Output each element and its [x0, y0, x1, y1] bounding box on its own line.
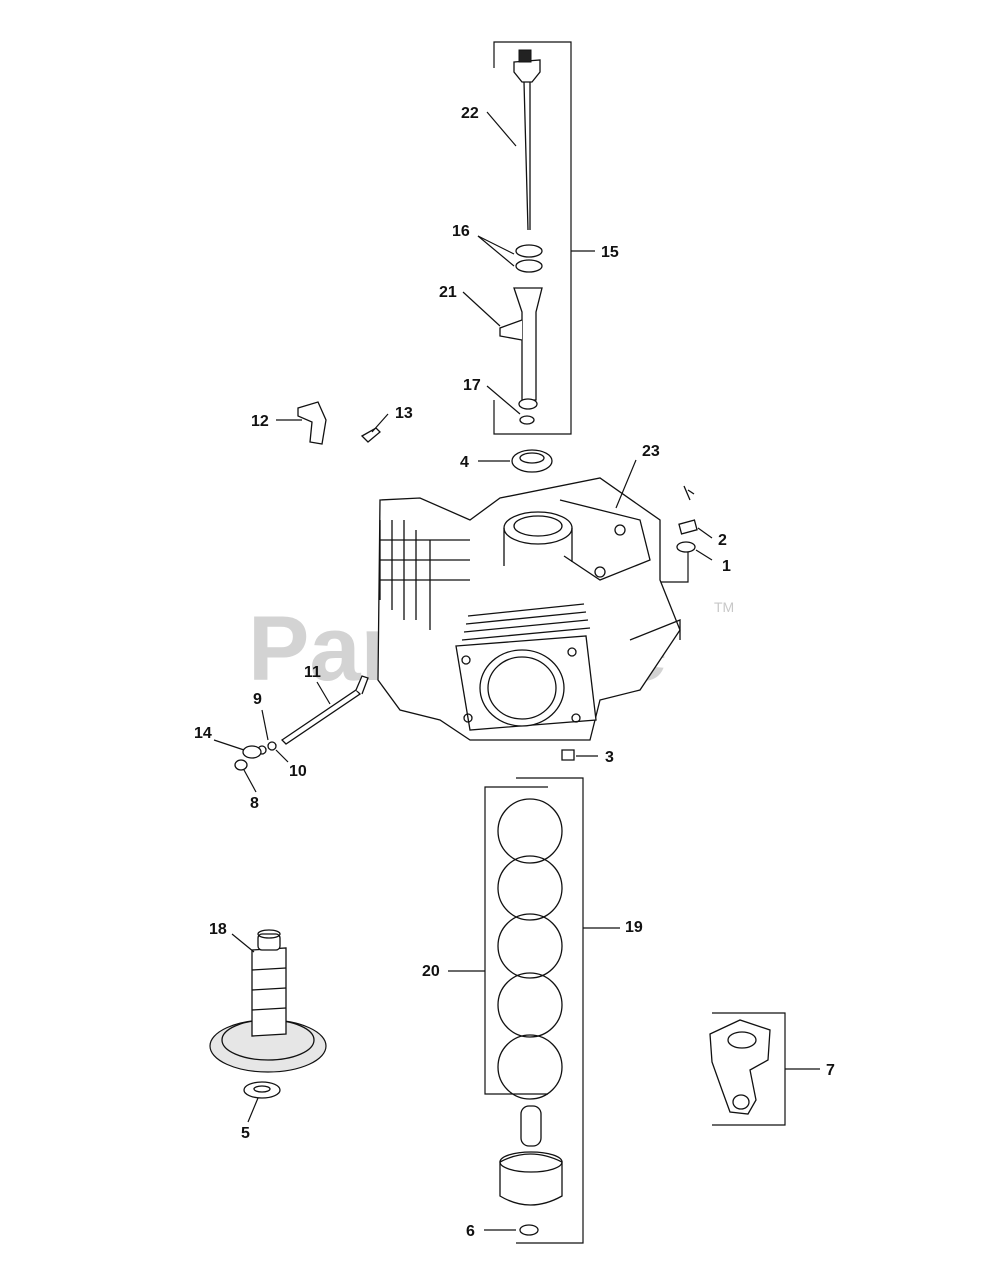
callout-7: 7	[826, 1062, 835, 1079]
callout-4: 4	[460, 454, 469, 471]
callout-18: 18	[209, 921, 227, 938]
washer-10	[267, 741, 277, 751]
dipstick-tube	[513, 287, 543, 401]
bracket-20	[484, 786, 548, 1095]
callout-19: 19	[625, 919, 643, 936]
callout-6: 6	[466, 1223, 475, 1240]
governor-shaft	[280, 689, 362, 745]
bracket-19	[516, 777, 584, 1244]
callout-2: 2	[718, 532, 727, 549]
ring-2	[497, 855, 563, 921]
part-1	[676, 541, 696, 553]
camshaft	[209, 929, 327, 1073]
callout-3: 3	[605, 749, 614, 766]
tube-bracket	[499, 319, 523, 341]
callout-14: 14	[194, 725, 212, 742]
callout-11: 11	[304, 664, 321, 681]
callout-8: 8	[250, 795, 259, 812]
callout-13: 13	[395, 405, 413, 422]
clip-8	[234, 759, 248, 771]
watermark-trademark: TM	[714, 599, 734, 615]
o-ring-upper	[515, 244, 543, 258]
retainer-6	[519, 1224, 539, 1236]
dipstick-assembly	[493, 41, 595, 435]
piston	[499, 1153, 563, 1206]
ring-5	[497, 1034, 563, 1100]
plug-3	[561, 749, 575, 761]
leader-lines	[213, 111, 713, 1231]
o-ring-lower	[515, 259, 543, 273]
o-ring-17	[519, 415, 535, 425]
callout-15: 15	[601, 244, 619, 261]
connecting-rod	[709, 1012, 820, 1126]
wrist-pin	[520, 1105, 542, 1147]
callout-10: 10	[289, 763, 307, 780]
dipstick-cap	[513, 59, 541, 83]
crankcase	[377, 477, 681, 741]
callout-12: 12	[251, 413, 269, 430]
callout-20: 20	[422, 963, 440, 980]
callout-17: 17	[463, 377, 481, 394]
shim-5	[243, 1081, 281, 1099]
bracket-12	[297, 401, 327, 445]
ring-3	[497, 913, 563, 979]
callout-16: 16	[452, 223, 470, 240]
callout-9: 9	[253, 691, 262, 708]
dipstick-rod	[523, 81, 531, 231]
washer-14	[242, 745, 262, 759]
callout-21: 21	[439, 284, 457, 301]
callout-22: 22	[461, 105, 479, 122]
bracket-15	[493, 41, 572, 435]
piston-assembly	[448, 777, 620, 1244]
part-2	[678, 519, 698, 535]
callout-23: 23	[642, 443, 660, 460]
screw-13	[360, 427, 381, 443]
callout-1: 1	[722, 558, 731, 575]
ring-4	[497, 972, 563, 1038]
ring-1	[497, 798, 563, 864]
callout-5: 5	[241, 1125, 250, 1142]
callout-labels: 1 2 3 4 5 6 7 8 9 10 11 12 13 14 15 16 1…	[194, 105, 835, 1240]
